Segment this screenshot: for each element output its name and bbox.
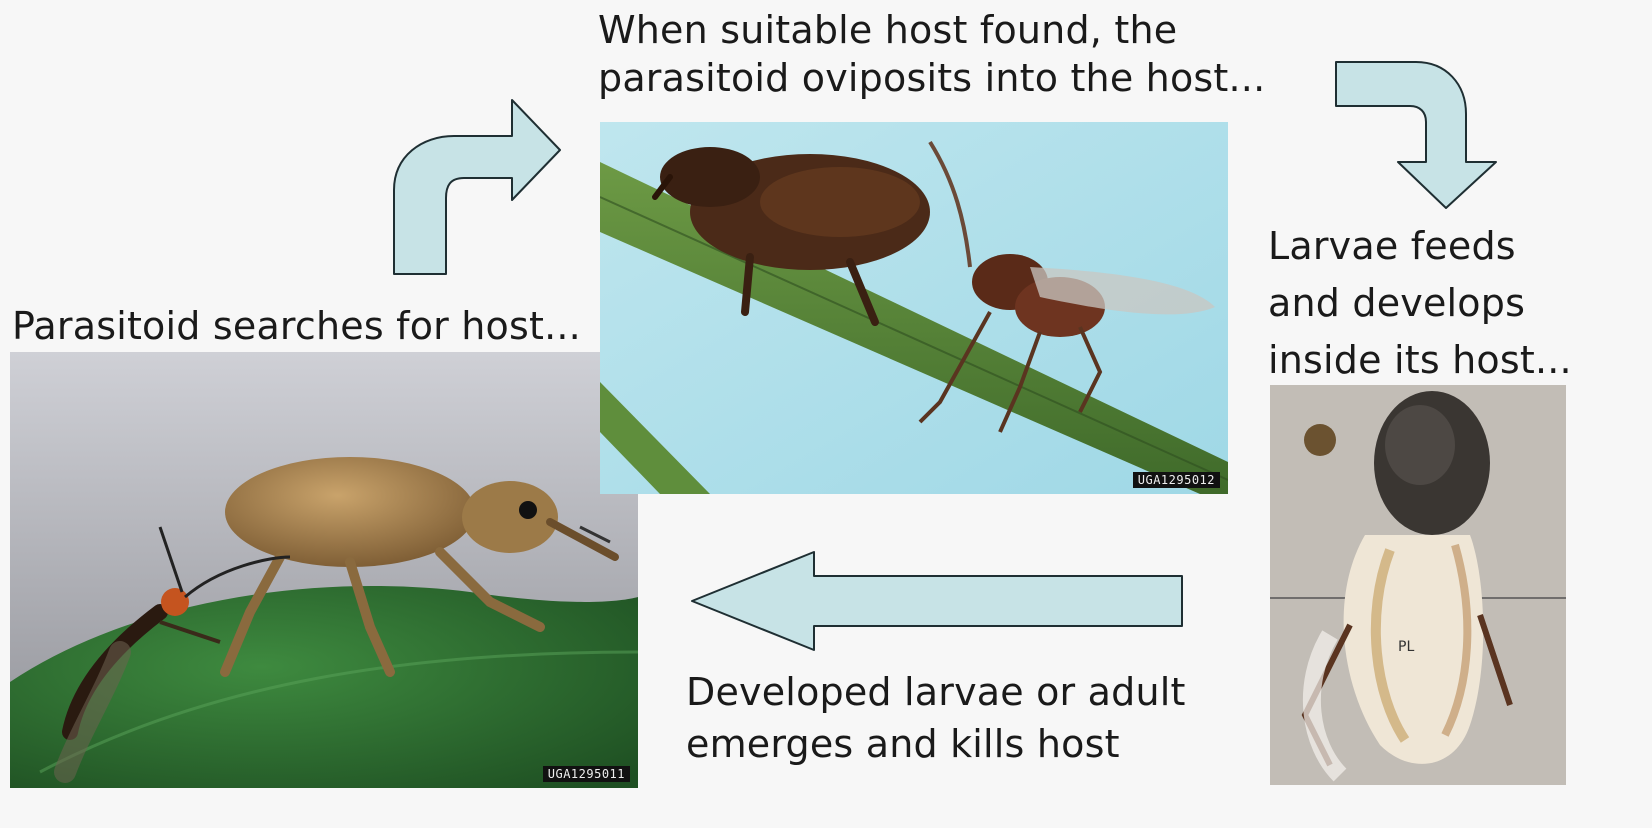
arrow-search-to-oviposit <box>392 98 564 276</box>
image-code-search: UGA1295011 <box>543 766 630 782</box>
caption-search: Parasitoid searches for host... <box>12 302 581 350</box>
wasp-on-stem-image <box>600 122 1228 494</box>
caption-emerge: Developed larvae or adult emerges and ki… <box>686 666 1186 770</box>
photo-oviposit-wasp-weevil: UGA1295012 <box>600 122 1228 494</box>
caption-oviposit: When suitable host found, the parasitoid… <box>598 6 1265 102</box>
arrow-oviposit-to-develop <box>1334 60 1498 210</box>
photo-search-weevil-wasp: UGA1295011 <box>10 352 638 788</box>
photo-larva-in-host: PL <box>1270 385 1566 785</box>
weevil-on-leaf-image <box>10 352 638 788</box>
caption-develop: Larvae feeds and develops inside its hos… <box>1268 218 1572 389</box>
larva-dissection-image: PL <box>1270 385 1566 785</box>
arrow-develop-to-emerge <box>690 550 1184 652</box>
larva-label: PL <box>1398 639 1414 655</box>
image-code-oviposit: UGA1295012 <box>1133 472 1220 488</box>
